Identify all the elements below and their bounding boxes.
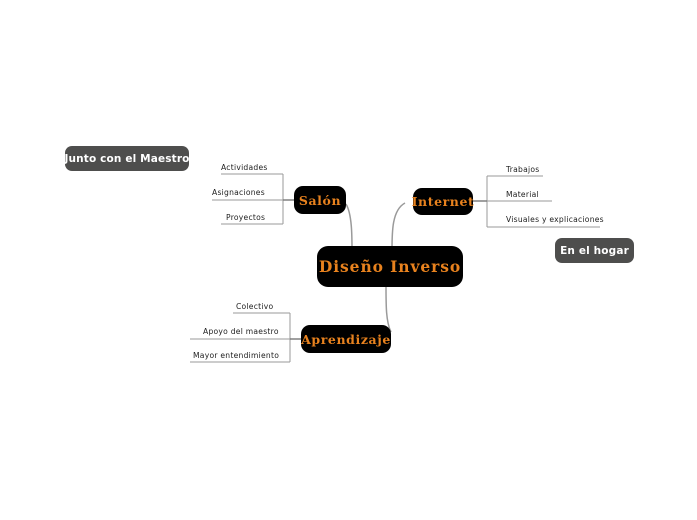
leaf-salon-asignaciones[interactable]: Asignaciones bbox=[212, 188, 265, 197]
leaf-aprendizaje-colectivo[interactable]: Colectivo bbox=[236, 302, 274, 311]
leaf-aprendizaje-apoyo-del-maestro[interactable]: Apoyo del maestro bbox=[203, 327, 279, 336]
edge-central-aprendizaje bbox=[385, 285, 392, 333]
branch-node-salon[interactable]: Salón bbox=[294, 186, 346, 214]
leaf-internet-trabajos[interactable]: Trabajos bbox=[506, 165, 540, 174]
edge-central-internet bbox=[391, 202, 406, 251]
branch-node-internet[interactable]: Internet bbox=[412, 188, 474, 215]
edge-central-salon bbox=[345, 203, 353, 251]
leaf-aprendizaje-mayor-entendimiento[interactable]: Mayor entendimiento bbox=[193, 351, 280, 360]
leaf-salon-actividades[interactable]: Actividades bbox=[221, 163, 268, 172]
pill-junto-con-el-maestro[interactable]: Junto con el Maestro bbox=[65, 146, 189, 171]
leaf-salon-proyectos[interactable]: Proyectos bbox=[226, 213, 266, 222]
branch-node-aprendizaje[interactable]: Aprendizaje bbox=[301, 325, 391, 353]
leaf-internet-visuales-y-explicaciones[interactable]: Visuales y explicaciones bbox=[506, 215, 604, 224]
pill-en-el-hogar[interactable]: En el hogar bbox=[555, 238, 634, 263]
leaf-internet-material[interactable]: Material bbox=[506, 190, 539, 199]
central-node-diseno-inverso[interactable]: Diseño Inverso bbox=[317, 246, 463, 287]
